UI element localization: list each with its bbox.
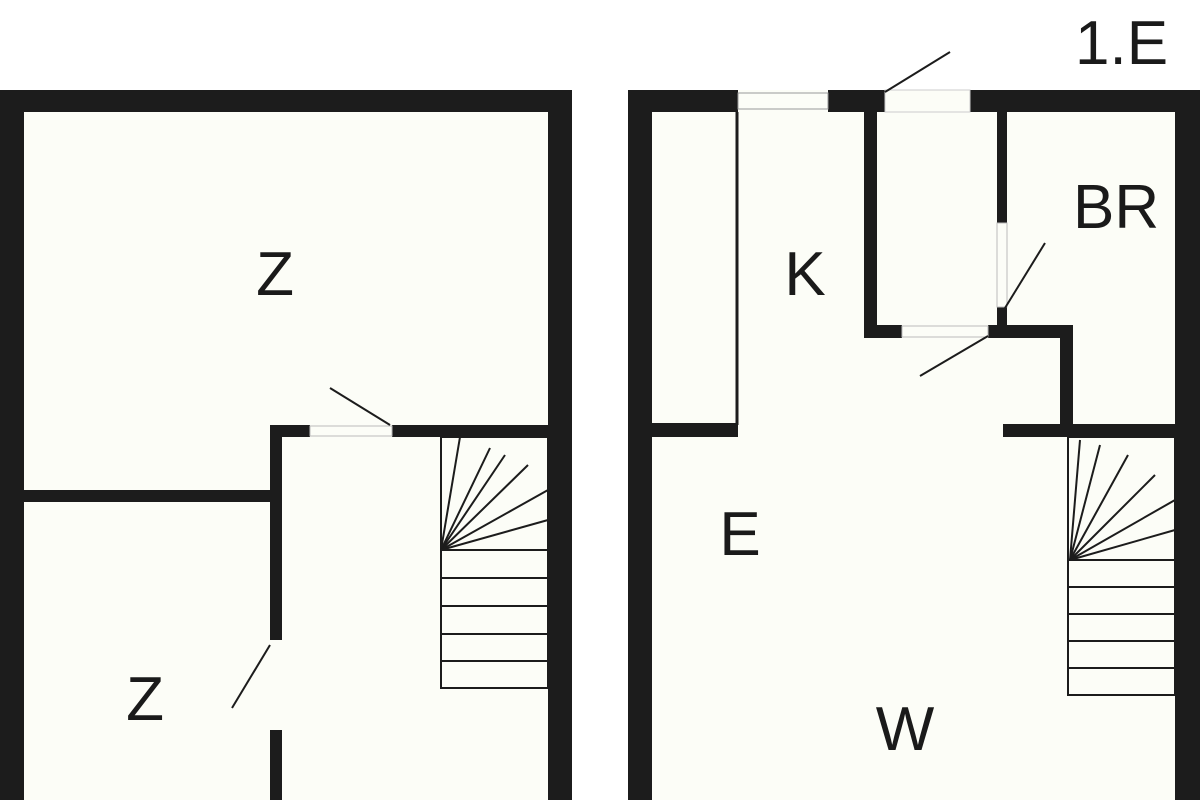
plan-label: 1.E: [1075, 9, 1168, 78]
entry-door: [884, 51, 971, 113]
right-outer-wall: [1175, 90, 1200, 800]
room-label: BR: [1073, 173, 1159, 242]
closet-door: [901, 325, 989, 377]
right-unit-floor: [628, 90, 1200, 800]
right-staircase: [1067, 436, 1176, 696]
room-label: W: [876, 695, 935, 764]
room-label: Z: [126, 665, 164, 734]
left-unit: Z Z: [0, 90, 572, 800]
left-unit-floor: [0, 90, 572, 800]
room-label: K: [784, 240, 825, 309]
left-unit-walls: [0, 90, 572, 800]
left-door-side: [231, 644, 271, 709]
right-unit: K BR E W: [628, 51, 1200, 800]
left-door-top: [309, 387, 393, 437]
room-label: Z: [256, 240, 294, 309]
room-label: E: [719, 500, 760, 569]
window-top: [737, 92, 829, 110]
left-staircase: [440, 436, 549, 689]
bathroom-door: [996, 222, 1046, 309]
